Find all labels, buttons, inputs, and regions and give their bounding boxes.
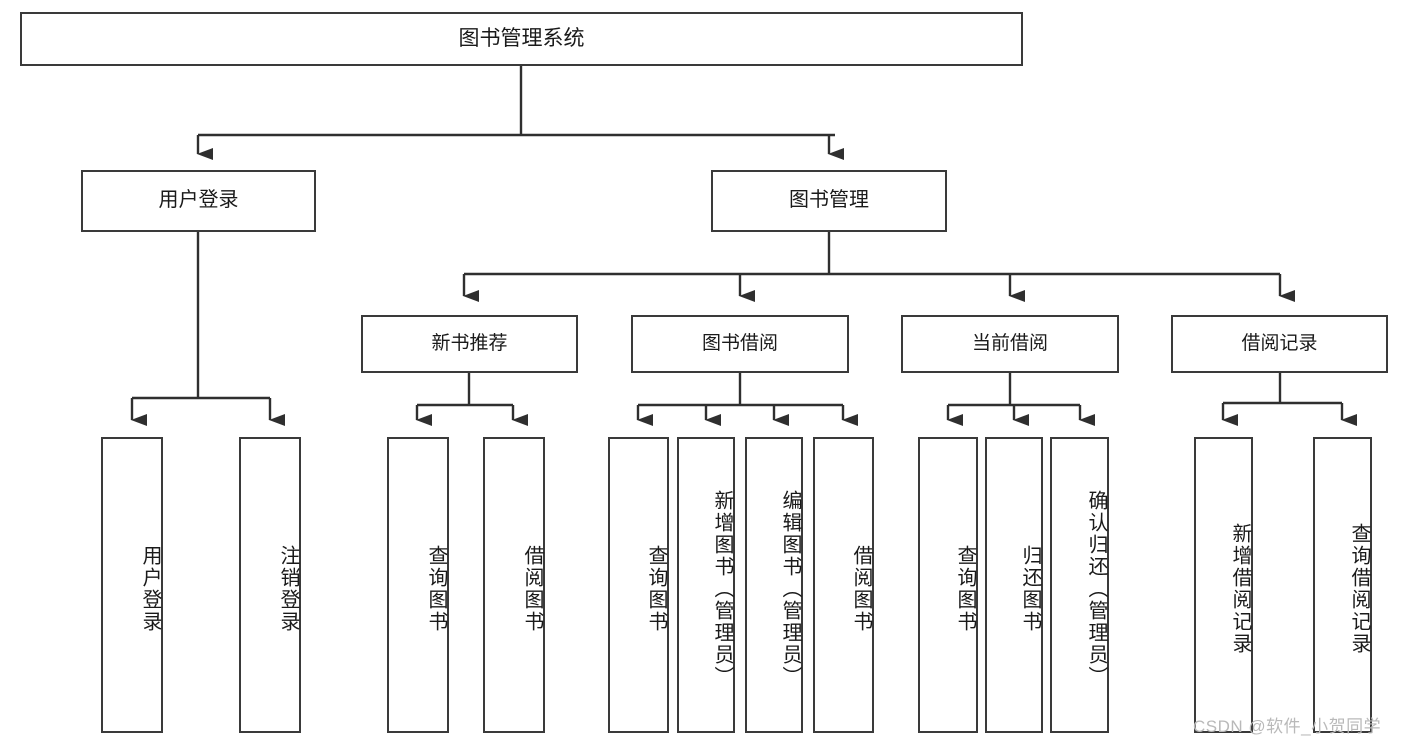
node-new-book-rec-label: 新书推荐 bbox=[431, 332, 508, 354]
node-book-borrow[interactable]: 图书借阅 bbox=[631, 315, 849, 373]
node-leaf-return-book-label: 归还图书 bbox=[1019, 545, 1041, 633]
node-book-manage-label: 图书管理 bbox=[789, 189, 869, 212]
node-leaf-return-book[interactable]: 归还图书 bbox=[985, 437, 1043, 733]
node-borrow-record[interactable]: 借阅记录 bbox=[1171, 315, 1388, 373]
node-leaf-query-book-3[interactable]: 查询图书 bbox=[918, 437, 978, 733]
node-user-login-label: 用户登录 bbox=[158, 189, 239, 212]
node-new-book-rec[interactable]: 新书推荐 bbox=[361, 315, 578, 373]
node-leaf-query-record[interactable]: 查询借阅记录 bbox=[1313, 437, 1372, 733]
node-leaf-borrow-book-1[interactable]: 借阅图书 bbox=[483, 437, 545, 733]
node-root-label: 图书管理系统 bbox=[458, 26, 585, 50]
node-leaf-query-record-label: 查询借阅记录 bbox=[1348, 523, 1370, 655]
node-leaf-query-book-2[interactable]: 查询图书 bbox=[608, 437, 669, 733]
node-book-manage[interactable]: 图书管理 bbox=[711, 170, 947, 232]
node-leaf-confirm-return-label: 确认归还（管理员） bbox=[1085, 490, 1107, 688]
node-leaf-user-login-label: 用户登录 bbox=[139, 545, 161, 633]
node-root[interactable]: 图书管理系统 bbox=[20, 12, 1023, 66]
node-leaf-add-record-label: 新增借阅记录 bbox=[1229, 523, 1251, 655]
node-leaf-query-book-3-label: 查询图书 bbox=[954, 545, 976, 633]
node-leaf-add-record[interactable]: 新增借阅记录 bbox=[1194, 437, 1253, 733]
node-leaf-borrow-book-1-label: 借阅图书 bbox=[521, 545, 543, 633]
node-leaf-logout-label: 注销登录 bbox=[277, 545, 299, 633]
watermark: CSDN @软件_小贺同学 bbox=[1193, 717, 1382, 736]
node-leaf-query-book-1[interactable]: 查询图书 bbox=[387, 437, 449, 733]
node-leaf-edit-book-label: 编辑图书（管理员） bbox=[779, 490, 801, 688]
node-leaf-logout[interactable]: 注销登录 bbox=[239, 437, 301, 733]
node-leaf-query-book-2-label: 查询图书 bbox=[645, 545, 667, 633]
node-leaf-edit-book[interactable]: 编辑图书（管理员） bbox=[745, 437, 803, 733]
node-leaf-add-book[interactable]: 新增图书（管理员） bbox=[677, 437, 735, 733]
node-borrow-record-label: 借阅记录 bbox=[1241, 332, 1318, 354]
node-leaf-add-book-label: 新增图书（管理员） bbox=[711, 490, 733, 688]
node-leaf-borrow-book-2[interactable]: 借阅图书 bbox=[813, 437, 874, 733]
node-user-login[interactable]: 用户登录 bbox=[81, 170, 316, 232]
node-book-borrow-label: 图书借阅 bbox=[701, 332, 778, 354]
node-current-borrow[interactable]: 当前借阅 bbox=[901, 315, 1119, 373]
node-leaf-user-login[interactable]: 用户登录 bbox=[101, 437, 163, 733]
node-leaf-query-book-1-label: 查询图书 bbox=[425, 545, 447, 633]
node-current-borrow-label: 当前借阅 bbox=[971, 332, 1048, 354]
node-leaf-borrow-book-2-label: 借阅图书 bbox=[850, 545, 872, 633]
node-leaf-confirm-return[interactable]: 确认归还（管理员） bbox=[1050, 437, 1109, 733]
